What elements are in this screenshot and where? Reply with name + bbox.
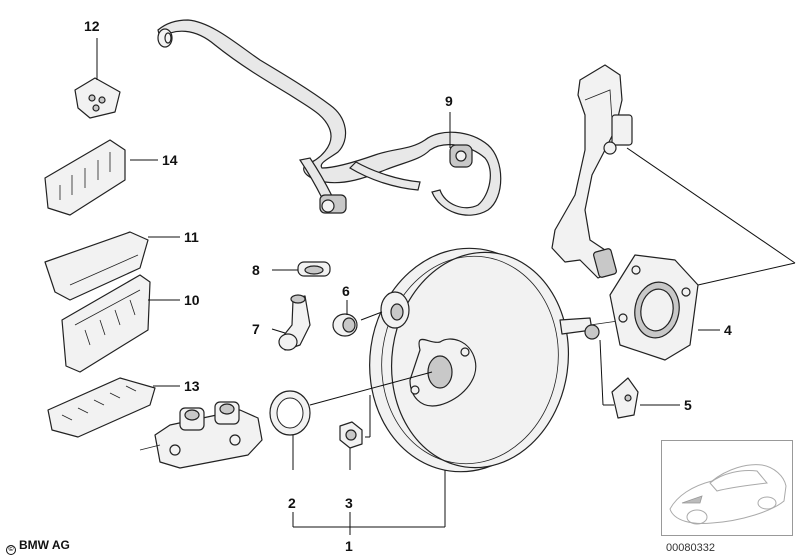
callout-5: 5	[684, 397, 692, 413]
callout-10: 10	[184, 292, 200, 308]
elbow-connector	[278, 294, 311, 351]
callout-12: 12	[84, 18, 100, 34]
holder-10	[61, 274, 151, 373]
master-cylinder	[139, 401, 263, 469]
callout-8: 8	[252, 262, 260, 278]
callout-4: 4	[724, 322, 732, 338]
callout-11: 11	[184, 229, 199, 245]
copyright-notice: ©BMW AG	[6, 538, 70, 555]
callout-1: 1	[345, 538, 353, 554]
callout-7: 7	[252, 321, 260, 337]
gasket-plate	[609, 254, 699, 361]
document-number: 00080332	[666, 542, 715, 554]
vacuum-hose	[157, 19, 502, 216]
callouts: 12 14 11 10 13 9 8 7 6 4 5 2 3 1	[84, 18, 732, 554]
copyright-icon: ©	[6, 545, 16, 555]
bolt-and-clip	[584, 324, 639, 419]
hex-nut	[339, 421, 363, 449]
callout-9: 9	[445, 93, 453, 109]
holder-13	[47, 377, 156, 438]
callout-2: 2	[288, 495, 296, 511]
bracket-11	[44, 231, 149, 301]
clip-12	[74, 77, 121, 119]
brake-booster	[369, 247, 626, 473]
vehicle-location-inset	[661, 440, 793, 536]
seal-ring	[269, 390, 311, 436]
callout-14: 14	[162, 152, 178, 168]
holder-14	[44, 139, 126, 216]
callout-13: 13	[184, 378, 200, 394]
grommet	[332, 313, 358, 337]
leader-lines	[96, 38, 796, 535]
copyright-text: BMW AG	[19, 538, 70, 552]
brake-pedal	[551, 64, 633, 279]
callout-3: 3	[345, 495, 353, 511]
car-outline-icon	[669, 464, 787, 525]
filter-cap	[297, 261, 331, 277]
callout-6: 6	[342, 283, 350, 299]
